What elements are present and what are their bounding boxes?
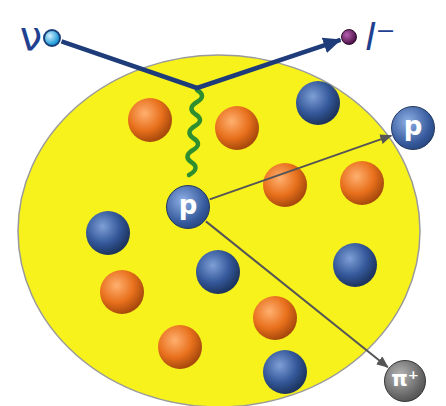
proton: p xyxy=(391,106,435,150)
proton-ball xyxy=(263,350,307,394)
neutron xyxy=(128,98,172,142)
proton-ball xyxy=(86,211,130,255)
particle-track xyxy=(210,136,392,200)
w-boson xyxy=(187,90,202,175)
pion: π⁺ xyxy=(384,360,426,402)
nucleons xyxy=(86,81,384,394)
particle-label: l⁻ xyxy=(365,18,396,56)
neutron xyxy=(340,161,384,205)
proton-ball xyxy=(296,81,340,125)
proton-ball xyxy=(333,243,377,287)
neutrino: ν xyxy=(43,29,61,47)
particle-label: ν xyxy=(20,16,42,56)
neutron xyxy=(215,106,259,150)
neutron xyxy=(263,163,307,207)
particle-label: π⁺ xyxy=(385,359,425,399)
proton: p xyxy=(166,185,210,229)
particle-track xyxy=(62,40,341,88)
particle-track xyxy=(206,221,388,367)
lepton: l⁻ xyxy=(341,29,357,45)
neutron xyxy=(100,270,144,314)
particle-label: p xyxy=(167,184,209,226)
nucleus xyxy=(18,55,420,406)
particle-label: p xyxy=(392,105,434,147)
neutron xyxy=(158,325,202,369)
neutron xyxy=(253,296,297,340)
proton-ball xyxy=(196,250,240,294)
